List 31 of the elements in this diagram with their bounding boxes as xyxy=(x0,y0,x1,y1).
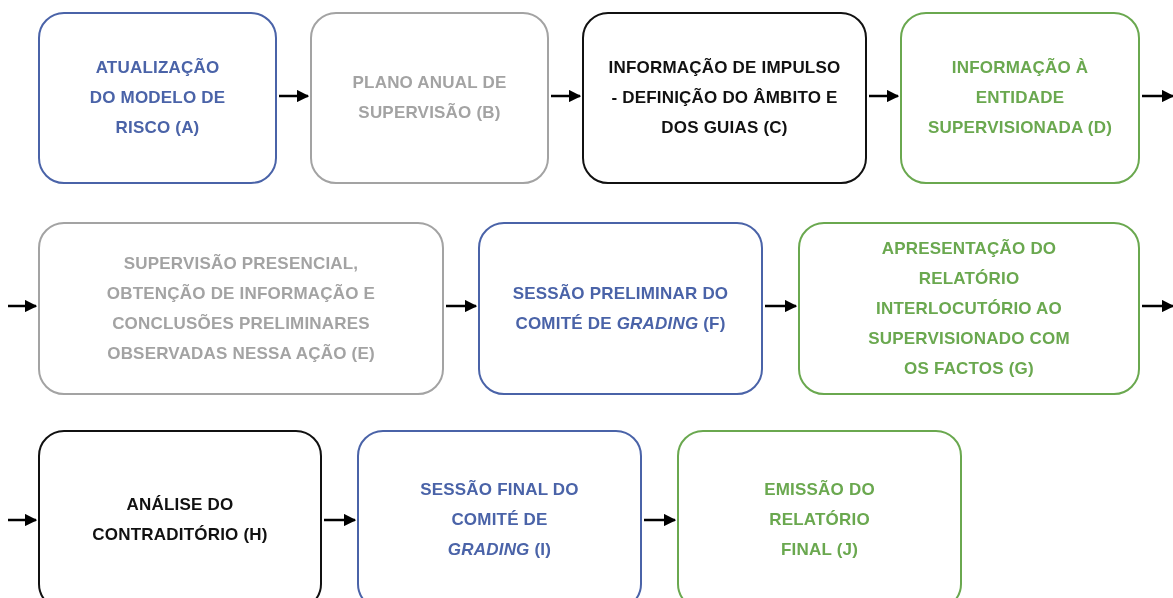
arrow xyxy=(765,299,798,313)
arrow xyxy=(644,513,677,527)
process-box xyxy=(310,12,549,184)
step-label: INFORMAÇÃO DE IMPULSO - DEFINIÇÃO DO ÂMBITO E DOS GUIAS (C) xyxy=(607,57,842,139)
arrow xyxy=(446,299,478,313)
step-label: APRESENTAÇÃO DO RELATÓRIO INTERLOCUTÓRIO AO SUPERVISIONADO COM OS FACTOS (G) xyxy=(867,237,1071,380)
arrow xyxy=(8,513,38,527)
process-box xyxy=(900,12,1140,184)
arrow xyxy=(279,89,310,103)
process-box xyxy=(478,222,763,395)
process-box xyxy=(357,430,642,598)
arrow xyxy=(1142,89,1173,103)
arrow xyxy=(551,89,582,103)
step-label: SESSÃO PRELIMINAR DO COMITÉ DE GRADING (F) xyxy=(511,282,730,335)
process-box xyxy=(38,222,444,395)
process-box xyxy=(38,430,322,598)
step-label: ANÁLISE DO CONTRADITÓRIO (H) xyxy=(91,494,269,546)
arrow xyxy=(1142,299,1173,313)
step-label: SESSÃO FINAL DO COMITÉ DE GRADING (I) xyxy=(419,479,580,561)
arrow xyxy=(8,299,38,313)
step-label: EMISSÃO DO RELATÓRIO FINAL (J) xyxy=(763,479,876,561)
arrow xyxy=(324,513,357,527)
process-box xyxy=(38,12,277,184)
step-label: INFORMAÇÃO À ENTIDADE SUPERVISIONADA (D) xyxy=(927,57,1113,139)
process-box xyxy=(798,222,1140,395)
step-label: SUPERVISÃO PRESENCIAL, OBTENÇÃO DE INFORMAÇÃO E CONCLUSÕES PRELIMINARES OBSERVADAS NESSA AÇÃO (E) xyxy=(105,252,377,365)
step-label: PLANO ANUAL DE SUPERVISÃO (B) xyxy=(351,72,508,124)
process-box xyxy=(677,430,962,598)
step-label: ATUALIZAÇÃO DO MODELO DE RISCO (A) xyxy=(88,57,227,139)
arrow xyxy=(869,89,900,103)
process-box xyxy=(582,12,867,184)
